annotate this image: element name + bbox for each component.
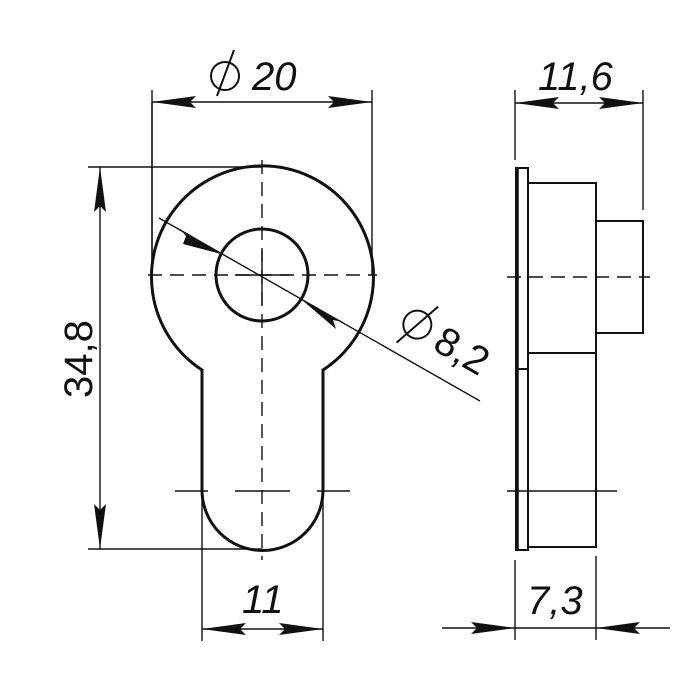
body-upper xyxy=(527,182,597,354)
dimension-slot-width: 11 xyxy=(201,490,324,641)
dimension-outer-diameter: 20 xyxy=(151,49,373,275)
diameter-symbol-icon xyxy=(395,305,439,344)
outer-diameter-value: 20 xyxy=(251,55,297,99)
diameter-symbol-icon xyxy=(210,49,240,97)
overall-height-value: 34,8 xyxy=(57,320,101,398)
dimension-body-depth: 7,3 xyxy=(442,556,670,640)
dimension-total-depth: 11,6 xyxy=(514,55,644,210)
body-depth-value: 7,3 xyxy=(527,579,583,623)
slot-width-value: 11 xyxy=(242,578,284,622)
side-view xyxy=(507,167,650,551)
body-lower xyxy=(527,352,597,548)
front-view xyxy=(148,160,377,560)
dimension-overall-height: 34,8 xyxy=(57,102,262,550)
escutcheon-outline xyxy=(150,164,375,552)
dimension-hole-diameter: 8,2 xyxy=(158,217,497,402)
total-depth-value: 11,6 xyxy=(538,55,614,99)
hole-diameter-value: 8,2 xyxy=(427,318,497,384)
